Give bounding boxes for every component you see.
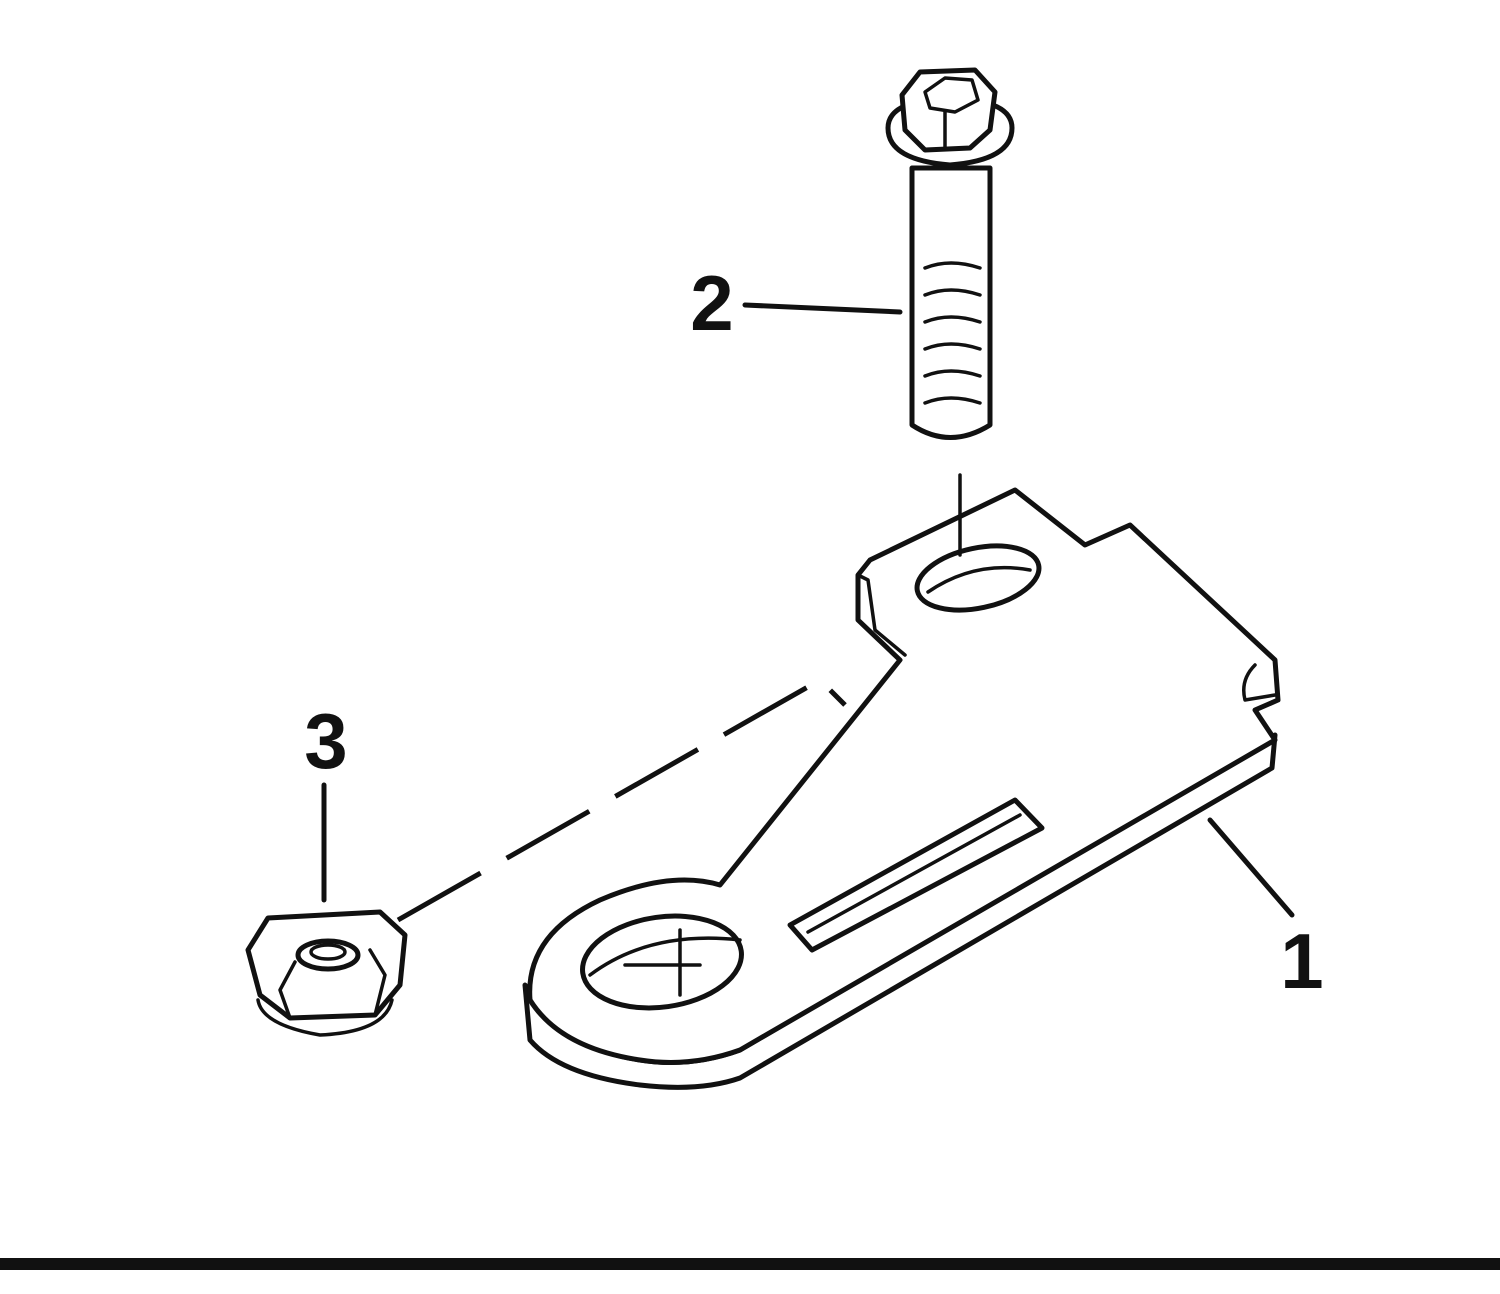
bracket-plate — [527, 487, 1281, 1065]
bracket-tab — [1242, 663, 1277, 702]
bracket-part — [522, 487, 1281, 1090]
bolt-part — [885, 67, 1015, 557]
bottom-rule — [0, 1258, 1500, 1270]
lower-mounting-hole — [580, 913, 744, 1011]
assembly-dashed-line — [396, 676, 847, 923]
callout-3: 3 — [304, 697, 347, 785]
bolt-threads — [923, 261, 982, 405]
leader-line-2 — [742, 302, 903, 315]
leader-line-1 — [1207, 817, 1295, 918]
bracket-flange — [856, 573, 907, 657]
nut-part — [245, 909, 408, 1037]
bolt-shank — [909, 165, 993, 440]
upper-mounting-hole — [914, 543, 1042, 613]
callout-2: 2 — [690, 259, 733, 347]
callout-1: 1 — [1280, 917, 1323, 1005]
